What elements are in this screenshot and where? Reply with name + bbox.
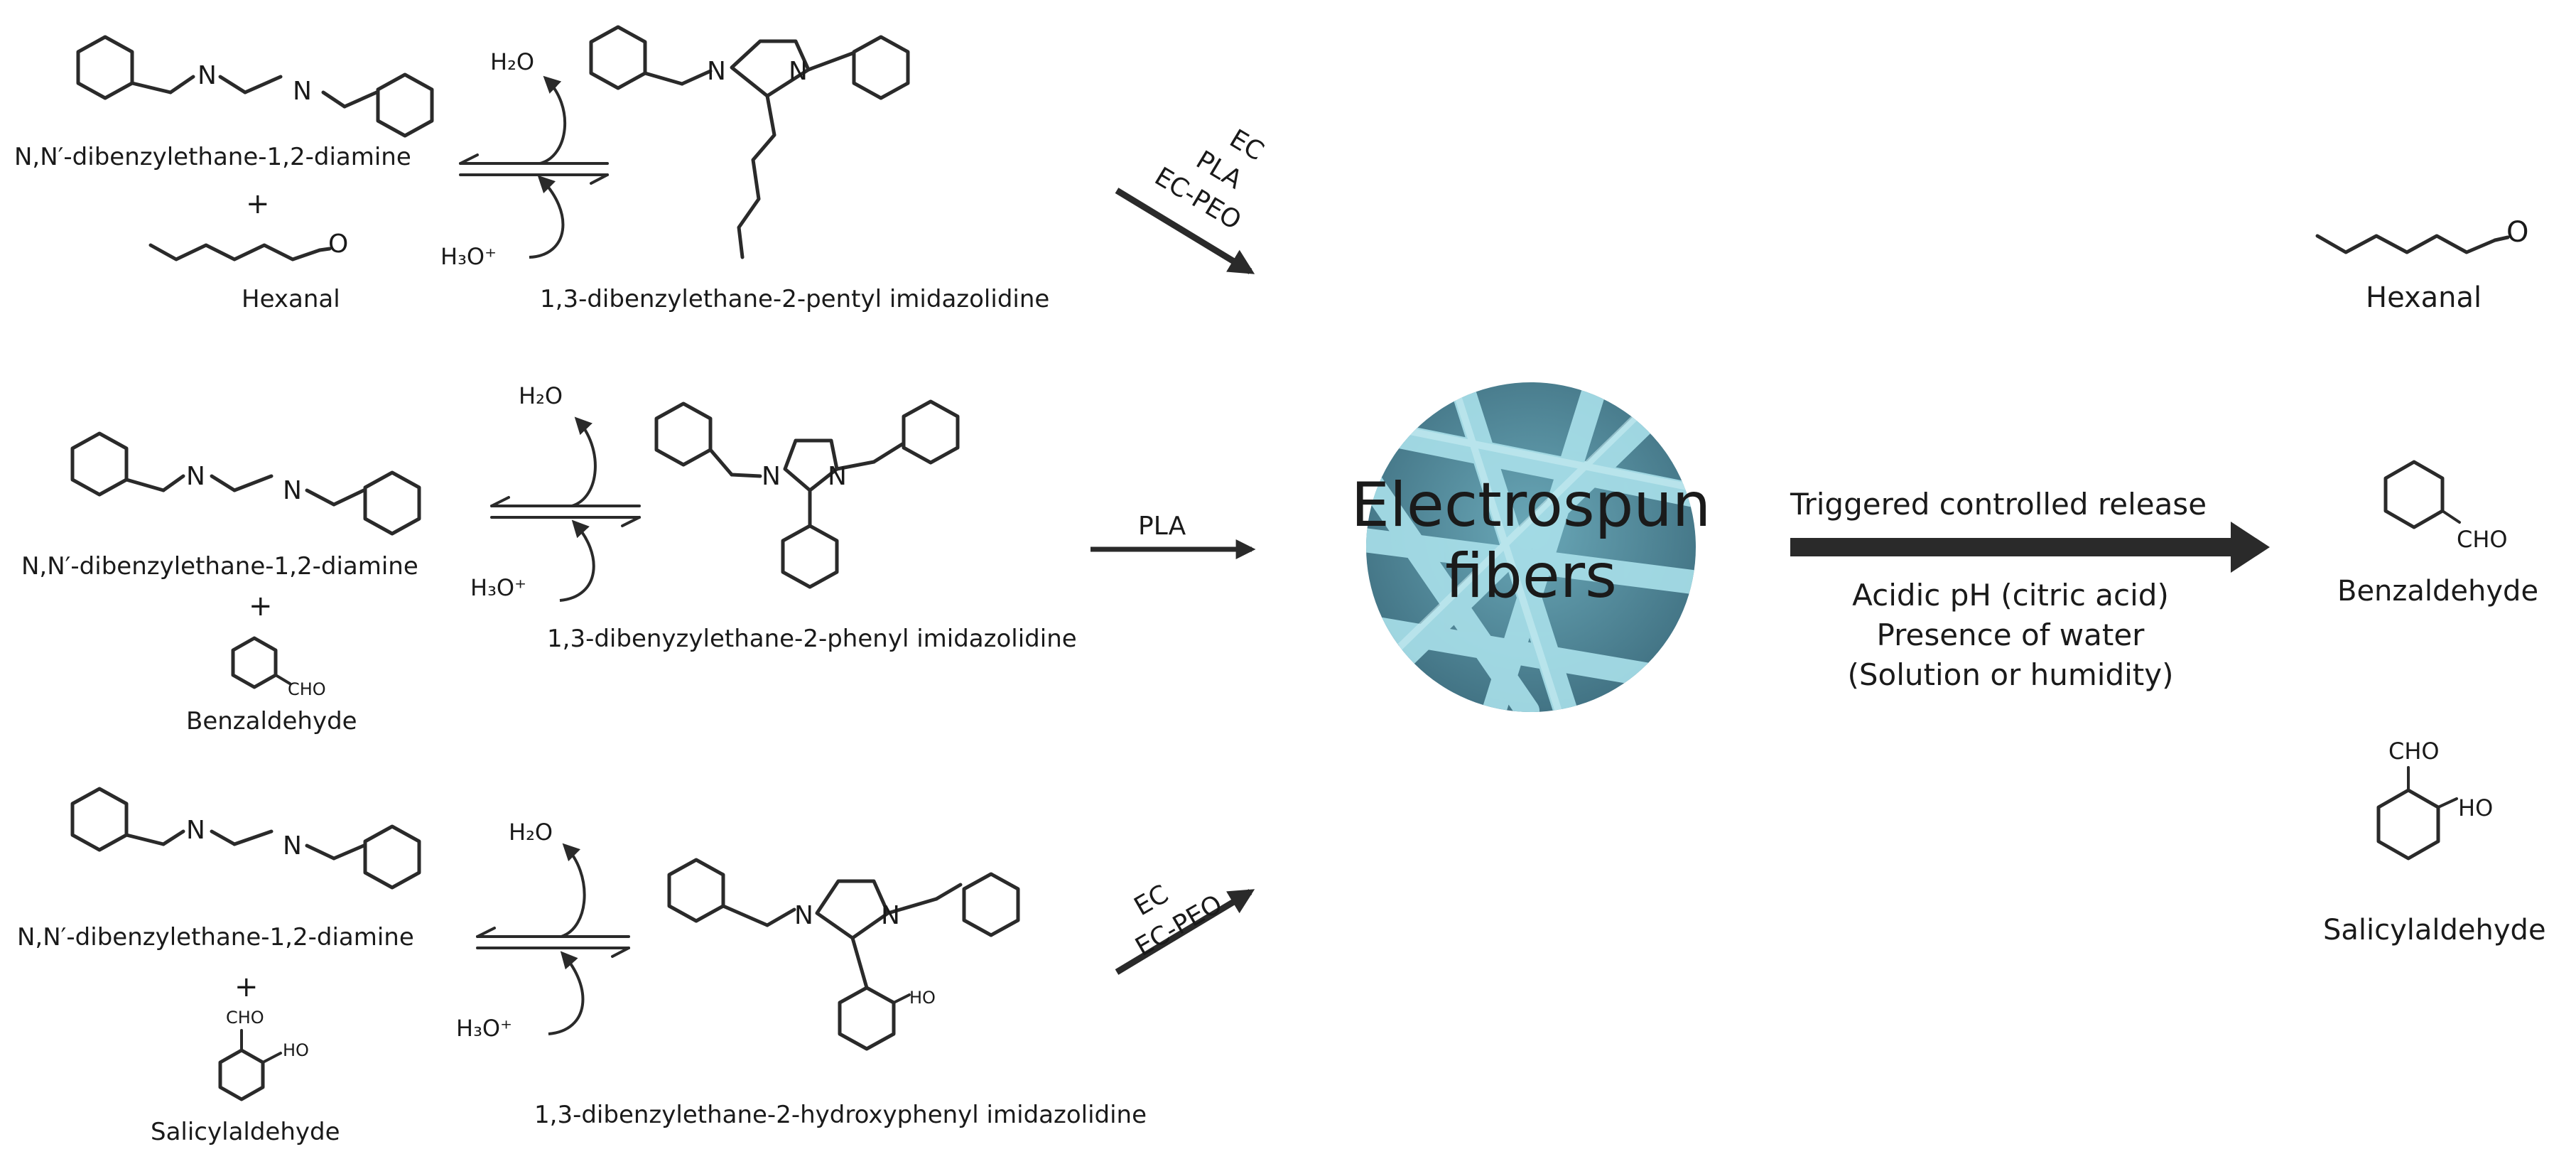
released-salicylaldehyde: CHO HO Salicylaldehyde xyxy=(2323,738,2546,947)
reaction-row-salicylaldehyde: N N N,N′-dibenzylethane-1,2-diamine + CH… xyxy=(17,787,1255,1146)
diamine-label: N,N′-dibenzylethane-1,2-diamine xyxy=(17,923,414,952)
aldehyde-label: Salicylaldehyde xyxy=(151,1118,340,1146)
product-label: 1,3-dibenyzylethane-2-phenyl imidazolidi… xyxy=(547,625,1077,653)
released-hexanal: O Hexanal xyxy=(2315,216,2528,314)
atom-n: N xyxy=(283,831,302,861)
water-label: H₂O xyxy=(509,819,553,846)
atom-n: N xyxy=(186,816,205,845)
atom-n: N xyxy=(293,77,312,106)
acid-label: H₃O⁺ xyxy=(440,243,497,270)
atom-o: O xyxy=(328,230,348,259)
hexanal-structure: O xyxy=(148,230,348,262)
atom-o: O xyxy=(2506,216,2528,249)
benzaldehyde-structure: CHO xyxy=(231,636,326,699)
diamine-structure-1: N N xyxy=(76,35,434,138)
diamine-structure-3: N N xyxy=(70,787,421,890)
plus-sign: + xyxy=(234,971,259,1003)
atom-ho: HO xyxy=(283,1040,309,1060)
water-label: H₂O xyxy=(490,48,534,75)
equilibrium-arrow xyxy=(459,75,609,259)
atom-n: N xyxy=(186,462,205,491)
plus-sign: + xyxy=(249,590,273,622)
reaction-row-hexanal: N N N,N′-dibenzylethane-1,2-diamine + O … xyxy=(14,25,1269,313)
equilibrium-arrow xyxy=(490,416,641,602)
product-structure-3: HO N N xyxy=(667,858,1020,1051)
electrospun-fibers-image: Electrospun fibers xyxy=(1351,382,1711,712)
diamine-label: N,N′-dibenzylethane-1,2-diamine xyxy=(14,143,411,171)
released-benzaldehyde: CHO Benzaldehyde xyxy=(2337,460,2538,608)
product-label: 1,3-dibenzylethane-2-hydroxyphenyl imida… xyxy=(534,1101,1147,1129)
release-title: Triggered controlled release xyxy=(1790,487,2207,522)
center-title-line2: fibers xyxy=(1445,541,1617,612)
atom-n: N xyxy=(762,462,781,491)
atom-ho: HO xyxy=(909,988,936,1008)
atom-n: N xyxy=(283,476,302,505)
product-structure-2: N N xyxy=(654,399,960,589)
aldehyde-label: Benzaldehyde xyxy=(186,707,357,735)
reaction-row-benzaldehyde: N N N,N′-dibenzylethane-1,2-diamine + CH… xyxy=(21,382,1256,735)
released-label: Hexanal xyxy=(2366,281,2482,314)
atom-n: N xyxy=(828,462,847,491)
atom-n: N xyxy=(707,57,726,86)
acid-label: H₃O⁺ xyxy=(470,574,526,601)
atom-cho: CHO xyxy=(2457,526,2508,553)
polymer-arrow-1 xyxy=(1115,188,1255,274)
atom-n: N xyxy=(881,901,900,930)
atom-n: N xyxy=(789,57,808,86)
polymer-label: PLA xyxy=(1138,512,1186,541)
water-label: H₂O xyxy=(519,382,563,409)
aldehyde-label: Hexanal xyxy=(242,285,340,313)
release-condition: Acidic pH (citric acid) xyxy=(1852,578,2169,613)
plus-sign: + xyxy=(246,188,270,220)
release-arrow xyxy=(1790,522,2270,573)
product-label: 1,3-dibenzylethane-2-pentyl imidazolidin… xyxy=(540,285,1049,313)
acid-label: H₃O⁺ xyxy=(456,1015,512,1042)
atom-n: N xyxy=(794,901,813,930)
atom-n: N xyxy=(197,61,217,90)
polymer-arrow-3 xyxy=(1115,889,1255,975)
salicylaldehyde-structure: CHO HO xyxy=(218,1008,309,1101)
product-structure-1: N N xyxy=(589,25,910,259)
released-label: Benzaldehyde xyxy=(2337,575,2538,608)
equilibrium-arrow xyxy=(476,843,630,1035)
atom-cho: CHO xyxy=(288,679,326,699)
diamine-label: N,N′-dibenzylethane-1,2-diamine xyxy=(21,552,418,581)
released-label: Salicylaldehyde xyxy=(2323,914,2546,947)
diamine-structure-2: N N xyxy=(70,431,421,536)
atom-cho: CHO xyxy=(2388,738,2440,765)
center-title-line1: Electrospun xyxy=(1351,470,1711,541)
release-condition: (Solution or humidity) xyxy=(1847,657,2173,692)
atom-cho: CHO xyxy=(226,1008,264,1028)
release-condition: Presence of water xyxy=(1877,618,2145,652)
atom-ho: HO xyxy=(2458,794,2493,821)
